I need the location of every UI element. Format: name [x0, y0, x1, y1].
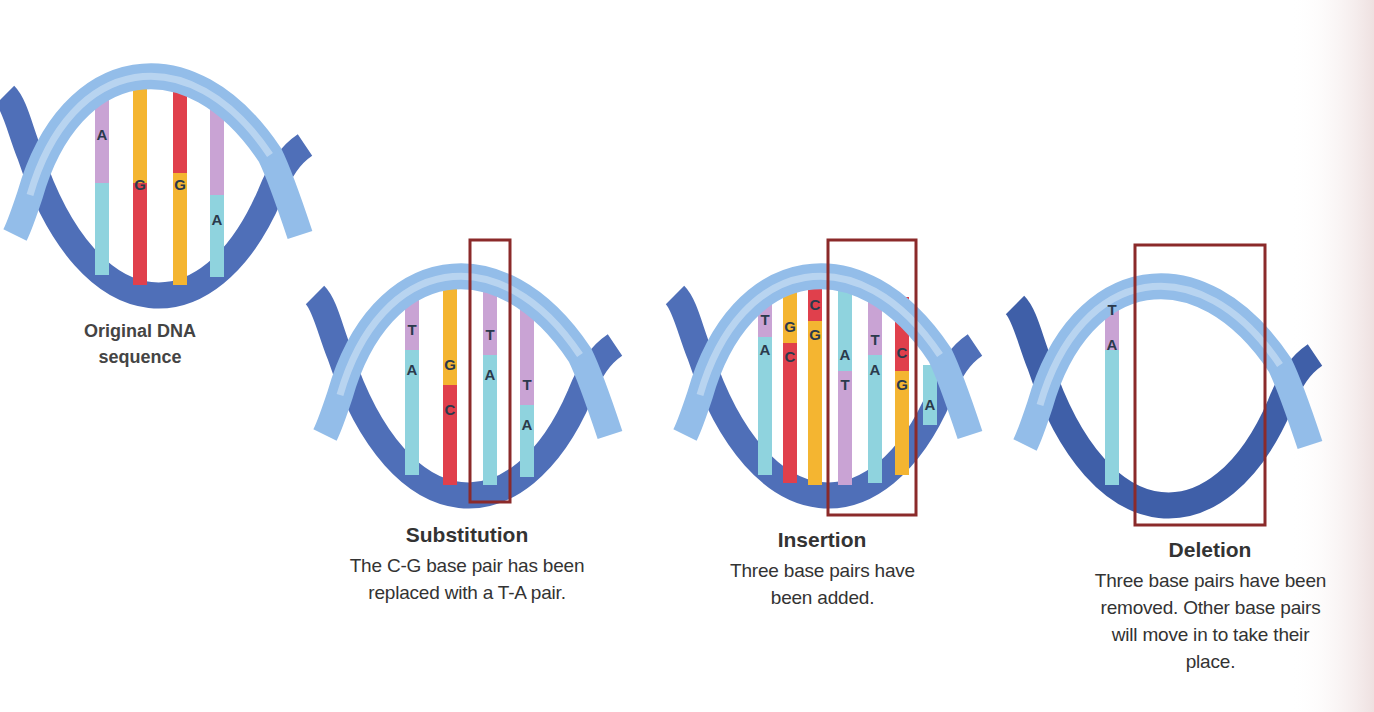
- original-helix: [5, 76, 305, 295]
- substitution-helix: [315, 240, 615, 502]
- base-letter: T: [480, 326, 500, 344]
- base-letter: T: [402, 321, 422, 339]
- base-letter: G: [780, 318, 800, 336]
- highlight-box: [828, 240, 916, 515]
- base-letter: A: [207, 211, 227, 229]
- base-letter: T: [835, 376, 855, 394]
- front-strand: [15, 76, 300, 235]
- caption-heading: Insertion: [722, 527, 922, 553]
- base-a: [95, 183, 109, 275]
- base-c: [133, 183, 147, 285]
- base-letter: C: [805, 296, 825, 314]
- base-a: [210, 195, 224, 277]
- base-letter: C: [780, 348, 800, 366]
- caption-heading: Substitution: [367, 522, 567, 548]
- base-letter: A: [755, 341, 775, 359]
- highlight-box: [470, 240, 510, 502]
- base-letter: G: [130, 176, 150, 194]
- base-a: [520, 405, 534, 477]
- base-letter: T: [755, 311, 775, 329]
- base-c: [443, 385, 457, 485]
- front-strand: [1025, 286, 1310, 445]
- strand-highlight: [700, 276, 940, 395]
- base-letter: A: [480, 366, 500, 384]
- caption-text: The C-G base pair has been replaced with…: [322, 552, 612, 606]
- caption-text: Three base pairs have been added.: [710, 557, 935, 611]
- base-g: [133, 83, 147, 183]
- deletion-helix: [1015, 245, 1315, 525]
- base-letter: A: [402, 361, 422, 379]
- base-letter: A: [1102, 336, 1122, 354]
- base-c: [173, 83, 187, 173]
- highlight-box: [1135, 245, 1265, 525]
- caption-heading: Deletion: [1110, 537, 1310, 563]
- front-strand: [325, 276, 610, 435]
- base-letter: A: [517, 416, 537, 434]
- base-letter: C: [440, 401, 460, 419]
- base-letter: A: [92, 126, 112, 144]
- base-letter: G: [805, 326, 825, 344]
- strand-highlight: [1040, 286, 1280, 405]
- insertion-helix: [675, 240, 975, 515]
- base-letter: G: [170, 176, 190, 194]
- base-letter: T: [1102, 301, 1122, 319]
- base-letter: A: [835, 346, 855, 364]
- strand-highlight: [340, 276, 580, 395]
- base-letter: T: [865, 331, 885, 349]
- caption-heading: Original DNA sequence: [75, 318, 205, 370]
- base-letter: G: [440, 356, 460, 374]
- base-letter: G: [892, 376, 912, 394]
- base-letter: C: [892, 344, 912, 362]
- caption-text: Three base pairs have been removed. Othe…: [1088, 567, 1333, 675]
- base-letter: A: [865, 361, 885, 379]
- base-letter: A: [920, 396, 940, 414]
- base-letter: T: [517, 376, 537, 394]
- base-g: [808, 321, 822, 485]
- strand-highlight: [30, 76, 270, 195]
- base-a: [1105, 350, 1119, 485]
